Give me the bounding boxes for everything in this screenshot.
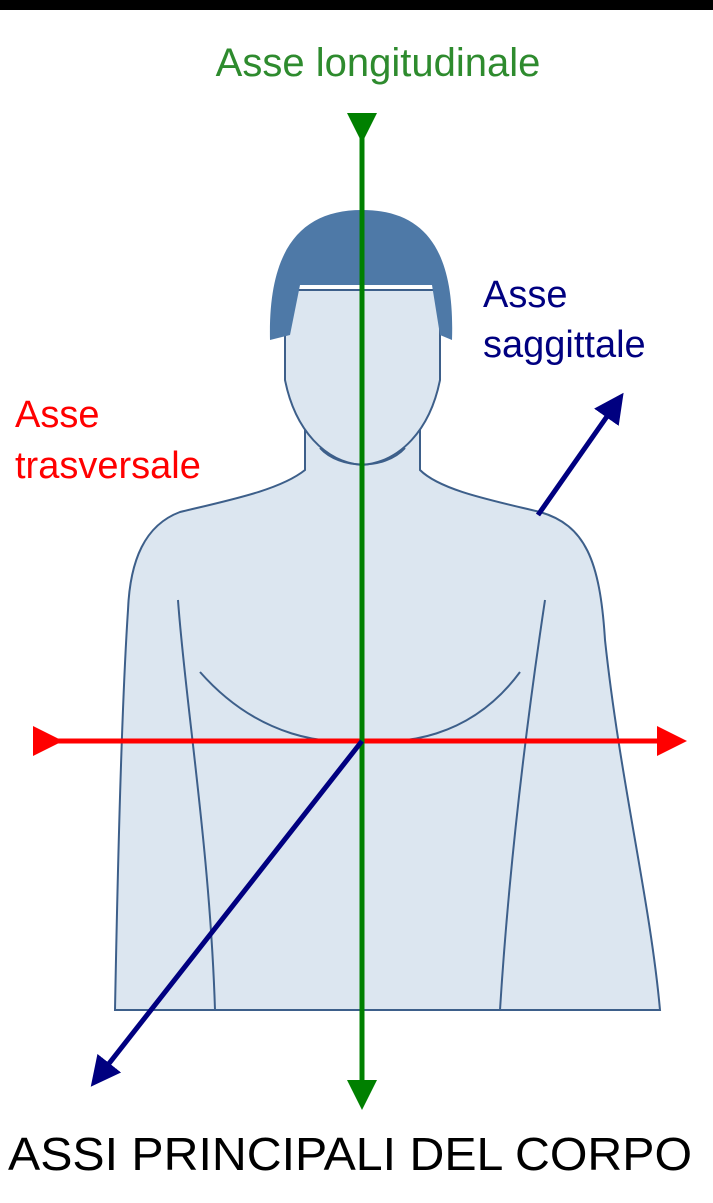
top-bar	[0, 0, 713, 10]
sagittal-axis-back-arrow	[535, 392, 624, 517]
transverse-axis-label-line2: trasversale	[15, 445, 201, 487]
arm-line-left	[177, 599, 216, 1011]
sagittal-axis-label-line2: saggittale	[483, 324, 646, 366]
diagram-title: ASSI PRINCIPALI DEL CORPO	[8, 1128, 692, 1180]
sagittal-axis-front-arrow	[90, 739, 364, 1087]
sagittal-axis-label-line1: Asse	[483, 274, 567, 316]
transverse-axis-label-line1: Asse	[15, 394, 99, 436]
torso	[113, 429, 662, 1011]
longitudinal-axis-label: Asse longitudinale	[216, 41, 541, 85]
arm-line-right	[499, 599, 546, 1011]
